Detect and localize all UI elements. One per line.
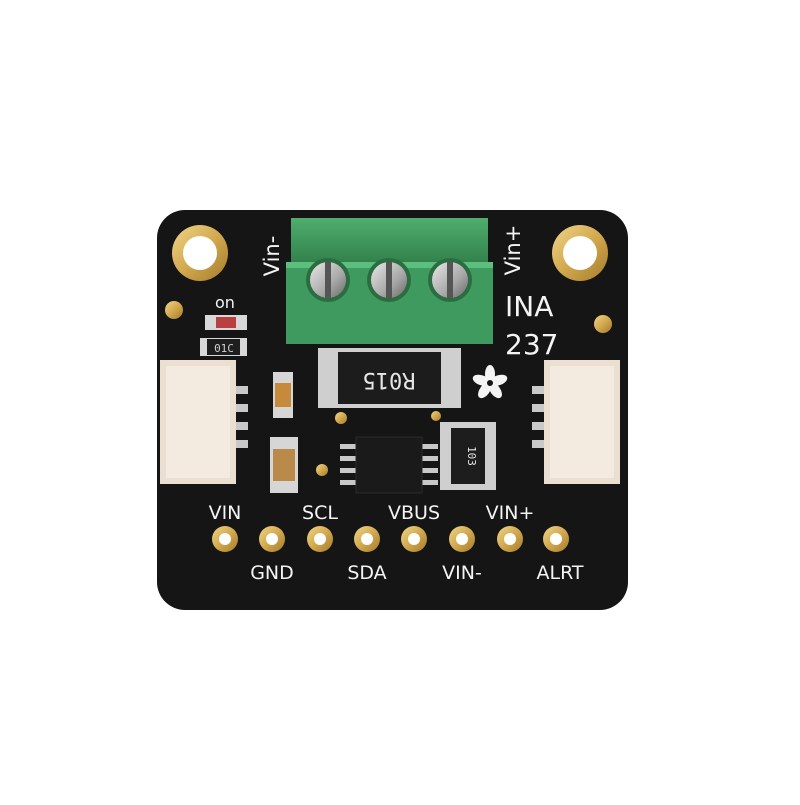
pin-label-gnd: GND [250,562,294,584]
led-label: on [215,293,235,312]
via [431,411,441,421]
side-pad-left [165,301,183,319]
terminal-screw-3 [428,258,472,302]
star-flower-logo-icon [472,365,508,399]
side-pad-right [594,315,612,333]
power-led [205,315,247,330]
capacitor-upper [273,372,293,418]
pin-label-vin-plus: VIN+ [486,502,535,524]
pin-label-scl: SCL [302,502,338,524]
stemma-connector-left [160,360,248,484]
pcb [157,210,628,610]
resistor-array: 103 [440,422,496,490]
pin-label-sda: SDA [347,562,386,584]
mounting-hole-right [552,225,608,281]
small-resistor-marking: 103 [465,446,478,466]
chip-name-line1: INA [505,290,553,323]
pin-label-alrt: ALRT [536,562,583,584]
shunt-resistor: R015 [318,348,461,408]
resistor-marking: R015 [363,367,416,392]
mounting-hole-left [172,225,228,281]
screw-terminal-block [286,218,493,344]
smd-marking: 01C [214,342,234,355]
stemma-connector-right [532,360,620,484]
vin-plus-label: Vin+ [501,225,525,276]
pin-label-vbus: VBUS [388,502,440,524]
via [316,464,328,476]
pin-label-vin-minus: VIN- [442,562,482,584]
pin-label-vin: VIN [209,502,242,524]
smd-chip-small: 01C [200,338,247,356]
header-pins [212,526,569,552]
vin-minus-label: Vin- [260,236,284,277]
chip-name-line2: 237 [505,328,558,361]
via [335,412,347,424]
capacitor-lower [270,437,298,493]
ina237-chip [340,436,438,494]
terminal-screw-2 [367,258,411,302]
terminal-screw-1 [306,258,350,302]
